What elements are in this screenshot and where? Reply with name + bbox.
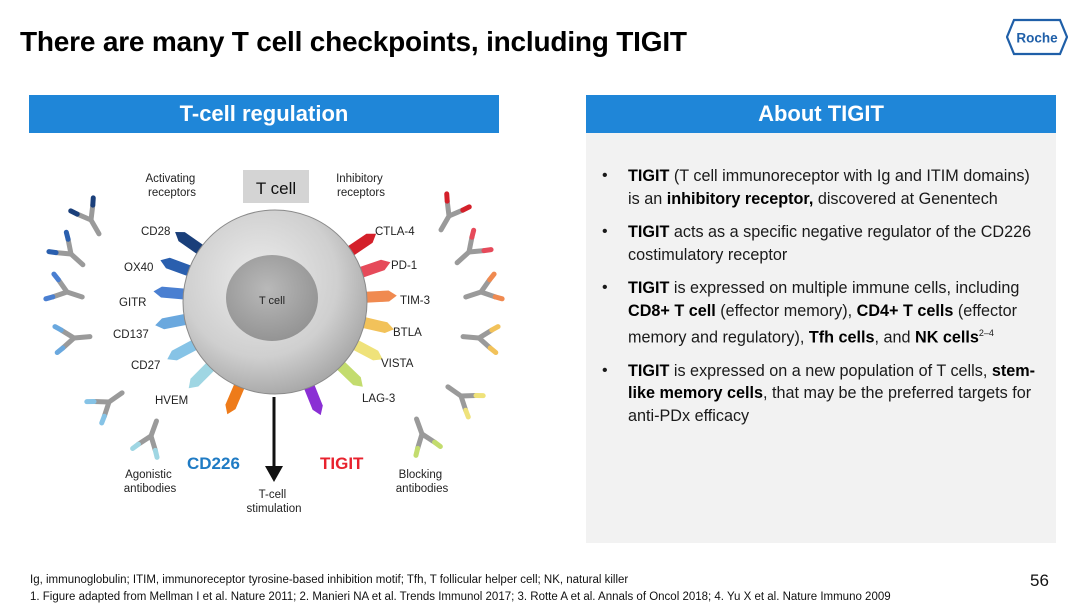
antibody-icon [68, 195, 102, 237]
receptor-ox40 [160, 257, 195, 278]
bullet-text-segment: TIGIT [628, 279, 670, 297]
bullet-text-segment: Tfh cells [808, 328, 875, 347]
bullet-text-segment: inhibitory receptor, [666, 189, 814, 208]
bullet-item: TIGIT is expressed on a new population o… [602, 360, 1036, 428]
bullet-text-segment: stem-like memory cells [628, 361, 1036, 403]
blocking-antibodies-label: Blocking antibodies [396, 469, 449, 495]
cd226-label: CD226 [187, 454, 240, 473]
footnote-references: 1. Figure adapted from Mellman I et al. … [30, 591, 891, 603]
receptor-label-ctla4: CTLA-4 [375, 226, 415, 238]
footnote-abbreviations: Ig, immunoglobulin; ITIM, immunoreceptor… [30, 574, 629, 586]
receptor-label-btla: BTLA [393, 327, 422, 339]
tigit-bullet-list: TIGIT (T cell immunoreceptor with Ig and… [586, 133, 1056, 427]
bullet-text-segment: (T cell immunoreceptor with Ig and ITIM … [628, 167, 1030, 208]
bullet-text-segment: acts as a specific negative regulator of… [628, 223, 1032, 264]
agonistic-antibodies-label: Agonistic antibodies [124, 469, 177, 495]
receptor-pd1 [356, 259, 391, 279]
antibody-icon [84, 390, 125, 426]
bullet-text-segment: (effector memory and regulatory), [628, 301, 1017, 347]
t-cell-box-label: T cell [256, 179, 296, 198]
antibody-icon [463, 271, 505, 302]
receptor-cd27 [167, 338, 200, 361]
receptor-btla [359, 316, 394, 333]
t-cell-label-box [243, 170, 309, 203]
bullet-item: TIGIT acts as a specific negative regula… [602, 221, 1036, 266]
receptor-label-cd28: CD28 [141, 226, 170, 238]
receptor-cd137 [155, 313, 190, 330]
bullet-text-segment: 2–4 [978, 328, 994, 338]
antibody-icon [454, 227, 494, 266]
receptor-vista [350, 338, 383, 361]
stimulation-arrow-head [265, 466, 283, 482]
stimulation-label: T-cell stimulation [247, 489, 302, 515]
t-cell-regulation-diagram: T cell T cell Activating receptors Inhib… [43, 170, 505, 515]
bullet-text-segment: (effector memory), [715, 301, 857, 320]
antibody-icon [460, 324, 501, 356]
antibody-icon [413, 416, 443, 458]
bullet-text-segment: TIGIT [628, 223, 670, 241]
bullet-text-segment: CD8+ T cell [628, 301, 716, 320]
bullet-text-segment: is expressed on a new population of T ce… [669, 361, 992, 380]
bullet-text-segment: NK cells [915, 328, 979, 347]
bullet-item: TIGIT is expressed on multiple immune ce… [602, 277, 1036, 349]
receptor-label-vista: VISTA [381, 358, 414, 370]
receptor-layer [153, 232, 397, 416]
receptor-tim3 [362, 290, 397, 303]
bullet-item: TIGIT (T cell immunoreceptor with Ig and… [602, 165, 1036, 210]
receptor-label-hvem: HVEM [155, 395, 188, 407]
receptor-label-ox40: OX40 [124, 262, 153, 274]
bullet-text-segment: , that may be the preferred targets for … [628, 384, 1032, 425]
receptor-label-tim3: TIM-3 [400, 295, 430, 307]
receptor-cd28 [175, 232, 207, 256]
bullet-text-segment: is expressed on multiple immune cells, i… [669, 279, 1020, 297]
logo-text: Roche [1016, 31, 1058, 46]
tigit-label: TIGIT [320, 454, 364, 473]
receptor-label-pd1: PD-1 [391, 260, 417, 272]
activating-receptors-label: Activating receptors [145, 173, 198, 199]
receptor-label-gitr: GITR [119, 297, 146, 309]
receptor-gitr [153, 286, 188, 300]
antibody-icon [438, 191, 472, 233]
bullet-text-segment: TIGIT [628, 167, 670, 185]
antibody-icon [130, 418, 160, 460]
t-cell-core-label: T cell [259, 295, 285, 307]
bullet-text-segment: TIGIT [628, 361, 670, 380]
antibody-icon [445, 384, 486, 420]
antibody-layer [43, 191, 505, 460]
left-panel-heading: T-cell regulation [29, 95, 499, 133]
right-panel-heading: About TIGIT [586, 95, 1056, 133]
roche-logo: Roche [1006, 18, 1068, 56]
receptor-cd226 [225, 380, 246, 415]
bullet-text-segment: discovered at Genentech [813, 189, 998, 208]
receptor-ctla4 [344, 233, 377, 258]
antibody-icon [46, 229, 86, 268]
bullet-text-segment: CD4+ T cells [856, 301, 954, 320]
antibody-icon [43, 271, 85, 302]
page-number: 56 [1030, 571, 1049, 590]
t-cell-nucleus [226, 255, 318, 341]
slide-title: There are many T cell checkpoints, inclu… [20, 26, 687, 57]
receptor-label-lag3: LAG-3 [362, 393, 395, 405]
receptor-label-cd27: CD27 [131, 360, 160, 372]
receptor-tigit [302, 381, 323, 416]
bullet-text-segment: , and [874, 328, 916, 347]
about-tigit-box: TIGIT (T cell immunoreceptor with Ig and… [586, 133, 1056, 543]
receptor-label-cd137: CD137 [113, 329, 149, 341]
antibody-icon [52, 324, 93, 356]
inhibitory-receptors-label: Inhibitory receptors [336, 173, 386, 199]
